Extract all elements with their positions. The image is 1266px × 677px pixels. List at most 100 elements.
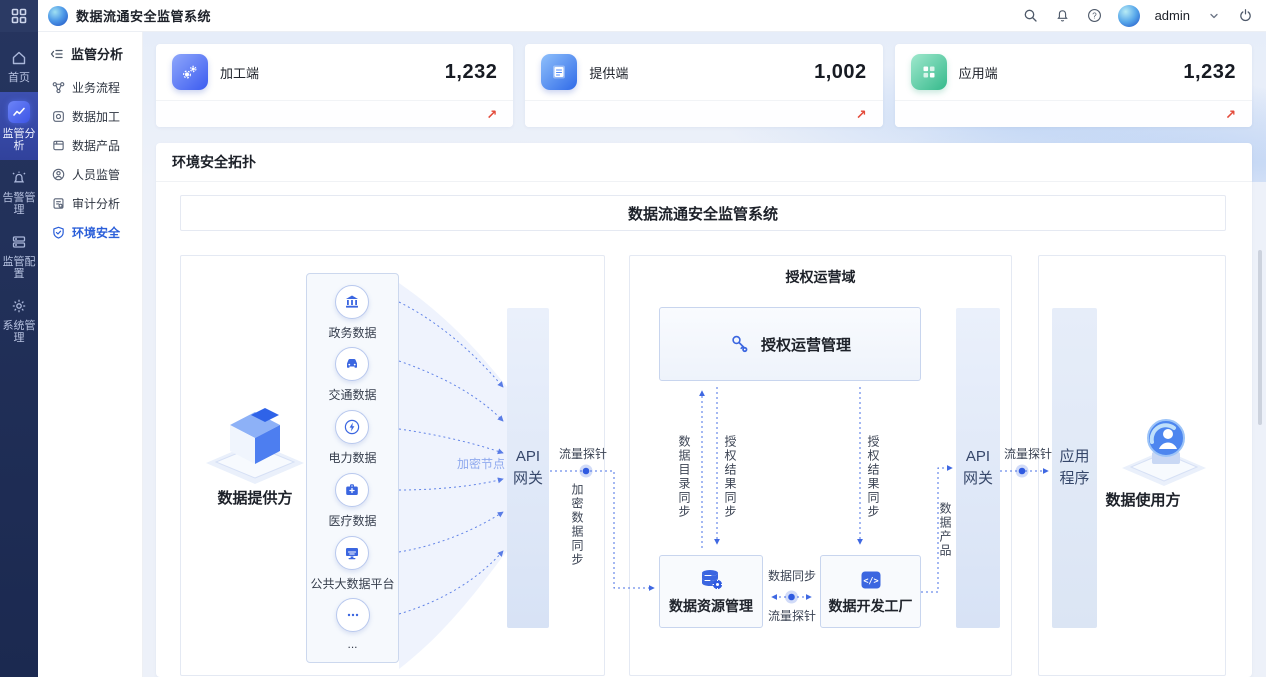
factory-node-label: 数据开发工厂 xyxy=(828,597,913,614)
source-medical-data: 医疗数据 xyxy=(328,472,377,529)
sidebar-item-supervision-analysis[interactable]: 监管分析 xyxy=(0,92,38,160)
shield-check-icon xyxy=(51,226,65,240)
top-bar: 数据流通安全监管系统 ? admin xyxy=(38,0,1266,32)
sidebar-item-system-management[interactable]: 系统管理 xyxy=(0,288,38,352)
grid-icon xyxy=(11,8,27,24)
medical-kit-icon xyxy=(335,472,370,507)
svg-text:</>: </> xyxy=(863,576,878,586)
environment-security-panel: 环境安全拓扑 数据流通安全监管系统 xyxy=(156,143,1252,677)
lightning-icon xyxy=(335,410,370,445)
provider-label: 数据提供方 xyxy=(217,490,293,507)
document-provider-icon xyxy=(541,54,578,90)
stat-card-value: 1,002 xyxy=(814,60,867,83)
submenu-item-label: 数据加工 xyxy=(72,110,121,124)
help-icon[interactable]: ? xyxy=(1086,7,1103,24)
encrypt-sync-label: 加密数据同步 xyxy=(570,483,584,567)
svg-text:?: ? xyxy=(1092,11,1097,20)
alarm-icon xyxy=(10,169,28,187)
sidebar-item-alert-management[interactable]: 告警管理 xyxy=(0,160,38,224)
app-logo xyxy=(48,5,68,26)
submenu-item-label: 数据产品 xyxy=(72,139,121,153)
key-gear-icon xyxy=(729,333,751,355)
stat-card-label: 加工端 xyxy=(220,65,260,81)
stat-card-label: 应用端 xyxy=(958,65,998,81)
ellipsis-icon xyxy=(335,598,370,633)
data-sync-label: 数据同步 xyxy=(767,569,816,583)
apps-grid-button[interactable] xyxy=(0,0,38,32)
grid-application-icon xyxy=(910,54,947,90)
source-traffic-data: 交通数据 xyxy=(328,347,377,403)
submenu-item-environment-security[interactable]: 环境安全 xyxy=(38,218,142,247)
chevron-down-icon[interactable] xyxy=(1205,7,1222,24)
app-title: 数据流通安全监管系统 xyxy=(76,9,212,24)
gear-icon xyxy=(10,297,28,315)
data-sources-panel: 政务数据 交通数据 xyxy=(306,273,399,663)
power-icon[interactable] xyxy=(1237,7,1254,24)
consumer-label: 数据使用方 xyxy=(1105,492,1181,509)
data-development-factory-node: </> 数据开发工厂 xyxy=(820,555,921,628)
home-icon xyxy=(10,49,28,67)
submenu-item-label: 环境安全 xyxy=(72,226,121,240)
operation-domain-title: 授权运营域 xyxy=(785,269,856,285)
stat-card-value: 1,232 xyxy=(1183,60,1236,83)
menu-collapse-icon[interactable] xyxy=(50,47,64,61)
trend-up-arrow-icon: ↗ xyxy=(855,106,867,122)
topology-diagram: 数据提供方 政务数据 xyxy=(180,255,1226,676)
stat-card-processing[interactable]: 加工端 1,232 ↗ xyxy=(156,44,514,127)
sidebar-item-label: 监管配置 xyxy=(2,256,36,280)
submenu-item-label: 业务流程 xyxy=(72,81,121,95)
source-power-data: 电力数据 xyxy=(328,410,377,466)
main-content: 加工端 1,232 ↗ 提供端 1,002 xyxy=(143,32,1266,677)
application-program-pill: 应用程序 xyxy=(1052,308,1097,628)
scrollbar-thumb[interactable] xyxy=(1258,250,1262,425)
sidebar-item-label: 系统管理 xyxy=(2,320,36,344)
process-arrows-icon xyxy=(51,110,65,124)
submenu-item-business-flow[interactable]: 业务流程 xyxy=(38,73,142,102)
encrypt-node-label: 加密节点 xyxy=(456,457,505,471)
primary-sidebar: 首页 监管分析 告警管理 监管配置 系统管理 xyxy=(0,0,38,677)
submenu-title: 监管分析 xyxy=(71,47,124,62)
consumer-illustration xyxy=(1118,412,1210,488)
stat-card-value: 1,232 xyxy=(444,60,498,83)
submenu-item-personnel-supervision[interactable]: 人员监管 xyxy=(38,160,142,189)
probe2-label: 流量探针 xyxy=(1003,447,1052,461)
resource-node-label: 数据资源管理 xyxy=(669,597,753,614)
probe-mid-label: 流量探针 xyxy=(767,609,816,623)
stat-cards-row: 加工端 1,232 ↗ 提供端 1,002 xyxy=(156,44,1252,127)
monitor-icon xyxy=(335,535,370,570)
government-building-icon xyxy=(335,284,370,319)
secondary-sidebar: 监管分析 业务流程 数据加工 xyxy=(38,32,143,677)
submenu-item-label: 人员监管 xyxy=(72,168,121,182)
probe1-label: 流量探针 xyxy=(558,447,607,461)
sidebar-item-home[interactable]: 首页 xyxy=(0,40,38,92)
auth-result-sync-right-label: 授权结果同步 xyxy=(866,435,880,519)
flow-nodes-icon xyxy=(51,81,65,95)
submenu-item-data-processing[interactable]: 数据加工 xyxy=(38,102,142,131)
panel-title: 环境安全拓扑 xyxy=(156,143,1252,182)
search-icon[interactable] xyxy=(1022,7,1039,24)
bell-icon[interactable] xyxy=(1054,7,1071,24)
source-public-bigdata-platform: 公共大数据平台 xyxy=(310,535,395,592)
user-avatar[interactable] xyxy=(1117,4,1140,27)
catalog-sync-label: 数据目录同步 xyxy=(677,435,691,519)
data-product-label: 数据产品 xyxy=(938,502,952,558)
code-icon: </> xyxy=(859,568,883,592)
topology-banner: 数据流通安全监管系统 xyxy=(180,195,1226,231)
stat-card-provider[interactable]: 提供端 1,002 ↗ xyxy=(525,44,883,127)
sidebar-item-label: 告警管理 xyxy=(2,192,36,216)
submenu-item-data-product[interactable]: 数据产品 xyxy=(38,131,142,160)
stat-card-application[interactable]: 应用端 1,232 ↗ xyxy=(894,44,1252,127)
person-icon xyxy=(51,168,65,182)
database-gear-icon xyxy=(698,568,724,592)
layers-icon xyxy=(51,139,65,153)
auth-result-sync-left-label: 授权结果同步 xyxy=(723,435,737,519)
gears-processing-icon xyxy=(172,54,208,90)
auth-node-label: 授权运营管理 xyxy=(760,336,851,354)
chart-line-icon xyxy=(8,101,30,123)
sidebar-item-label: 首页 xyxy=(8,72,30,84)
sidebar-item-supervision-config[interactable]: 监管配置 xyxy=(0,224,38,288)
user-name[interactable]: admin xyxy=(1154,8,1190,23)
submenu-item-audit-analysis[interactable]: 审计分析 xyxy=(38,189,142,218)
